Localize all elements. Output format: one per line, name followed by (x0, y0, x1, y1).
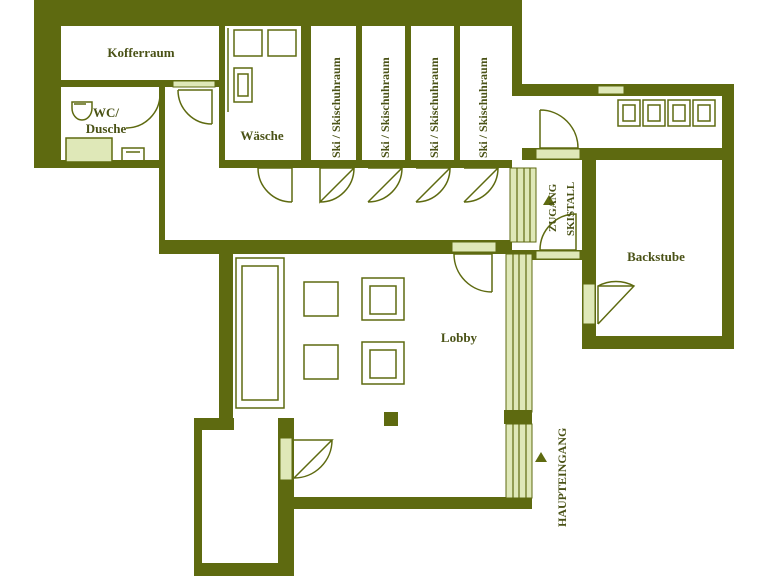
label-kofferraum: Kofferraum (107, 45, 174, 60)
door-backstube (597, 280, 636, 325)
window-corridor-bottom (451, 241, 497, 253)
wall-lobby-left (219, 254, 233, 424)
door-ski1 (319, 167, 356, 204)
pillar (384, 412, 398, 426)
door-zugang (539, 213, 577, 251)
wall-wc-right (159, 87, 165, 247)
door-lobby-left (293, 439, 334, 479)
label-haupteingang: HAUPTEINGANG (555, 428, 569, 527)
wall-annex-bl-inner (226, 418, 234, 430)
wall-annex-bl-top (194, 418, 234, 430)
label-skischuh-3: Ski / Skischuhraum (427, 57, 441, 158)
wall-corridor-bottom (159, 240, 512, 254)
wall-ski3-right (454, 26, 460, 166)
label-skischuh-2: Ski / Skischuhraum (378, 57, 392, 158)
label-backstube: Backstube (627, 249, 685, 264)
table-1 (303, 281, 339, 317)
storage-units (617, 99, 716, 127)
furniture (65, 28, 716, 409)
door-ski2 (367, 167, 404, 203)
wall-ski2-right (405, 26, 411, 166)
armchair-1 (361, 277, 405, 321)
window-lobby-left (279, 437, 293, 481)
window-zugang-top (535, 148, 581, 160)
window-backstube-left (582, 283, 596, 325)
wall-right-top (512, 0, 522, 90)
table-2 (303, 344, 339, 380)
wall-ski1-right (356, 26, 362, 166)
wall-lobby-bottom (278, 497, 532, 509)
wall-annex-bl-left (194, 418, 202, 576)
label-wc: WC/ (93, 105, 119, 120)
wall-waesche-right (301, 26, 311, 166)
label-zugang: ZUGANG (547, 183, 559, 232)
doors (125, 89, 636, 479)
door-corridor-top (177, 89, 213, 125)
wall-koffer-right (219, 26, 225, 166)
label-waesche: Wäsche (240, 128, 284, 143)
washer-2 (267, 29, 297, 57)
door-ski3 (415, 167, 452, 203)
wall-rooms-bottom (219, 160, 512, 168)
window-zugang-bottom (535, 250, 581, 260)
door-lobby-top (453, 253, 493, 293)
wall-annex-right (722, 84, 734, 349)
door-wc (125, 93, 161, 129)
label-skischuh-4: Ski / Skischuhraum (476, 57, 490, 158)
washer-1 (233, 29, 263, 57)
wall-left-outer (34, 0, 61, 168)
label-skistall: SKISTALL (565, 182, 577, 236)
label-lobby: Lobby (441, 330, 478, 345)
sofa (235, 257, 285, 409)
armchair-2 (361, 341, 405, 385)
toilet (71, 101, 93, 121)
door-annex (539, 109, 579, 149)
window-annex-top (597, 85, 625, 95)
wall-bottom-left (34, 160, 164, 168)
wall-top (34, 0, 522, 26)
door-ski4 (463, 167, 500, 203)
label-skischuh-1: Ski / Skischuhraum (329, 57, 343, 158)
facade-strip-upper (509, 167, 537, 243)
shower-tray (65, 137, 113, 163)
wall-koffer-bottom (61, 80, 221, 87)
chair-wc (121, 147, 145, 163)
sink (233, 67, 253, 103)
wall-backstube-bottom (582, 336, 734, 349)
arrow-haupteingang-icon (535, 452, 547, 462)
wall-annex-bl-bottom (194, 563, 294, 576)
label-dusche: Dusche (86, 121, 127, 136)
window-wc-top (172, 80, 216, 88)
facade-lines (512, 168, 531, 498)
door-waesche (257, 167, 293, 203)
arrow-zugang-icon (543, 195, 555, 205)
facade-post (504, 410, 532, 424)
